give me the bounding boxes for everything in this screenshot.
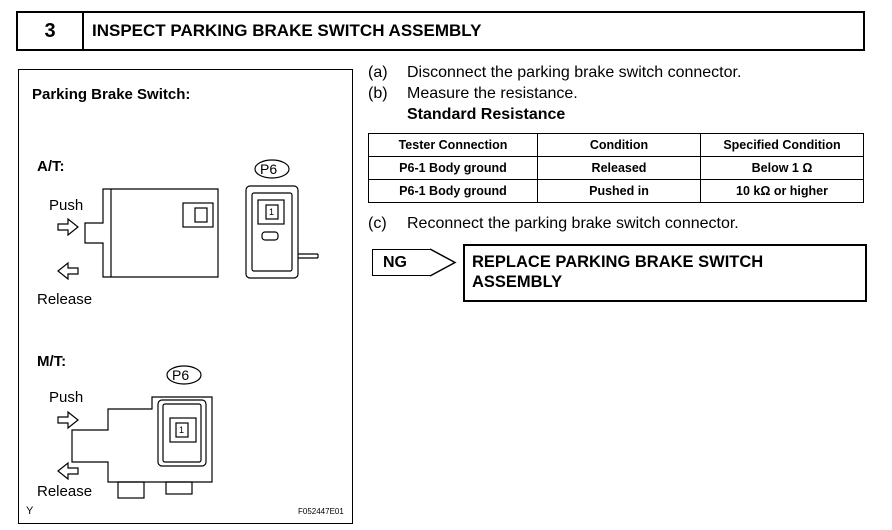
- resistance-table: Tester Connection Condition Specified Co…: [368, 133, 864, 203]
- corner-mark: Y: [26, 505, 34, 517]
- ng-label: NG: [383, 253, 407, 271]
- step-c-text: Reconnect the parking brake switch conne…: [407, 215, 739, 232]
- table-header: Condition: [537, 133, 701, 157]
- release-arrow-icon: [57, 261, 79, 281]
- step-number: 3: [18, 13, 84, 49]
- release-label-at: Release: [37, 291, 93, 308]
- table-row: P6-1 Body ground Pushed in 10 kΩ or high…: [368, 179, 864, 203]
- push-label-at: Push: [49, 197, 84, 214]
- push-arrow-icon-mt: [57, 410, 79, 430]
- standard-heading: Standard Resistance: [407, 106, 566, 123]
- connector-label-mt: P6: [172, 367, 190, 383]
- push-label-mt: Push: [49, 389, 84, 406]
- switch-figure: [18, 69, 353, 524]
- pin-label-at: 1: [269, 207, 275, 217]
- ng-label-box: NG: [372, 249, 430, 276]
- release-arrow-icon-mt: [57, 461, 79, 481]
- figure-title: Parking Brake Switch:: [32, 86, 191, 103]
- result-action-box: REPLACE PARKING BRAKE SWITCH ASSEMBLY: [463, 244, 867, 302]
- pin-label-mt: 1: [179, 425, 185, 435]
- table-header-row: Tester Connection Condition Specified Co…: [368, 133, 864, 157]
- table-cell: Pushed in: [537, 179, 701, 203]
- step-b-text: Measure the resistance.: [407, 85, 578, 102]
- step-title: INSPECT PARKING BRAKE SWITCH ASSEMBLY: [92, 21, 482, 40]
- step-c-marker: (c): [368, 215, 387, 232]
- table-cell: P6-1 Body ground: [368, 179, 538, 203]
- step-header: 3 INSPECT PARKING BRAKE SWITCH ASSEMBLY: [16, 11, 865, 51]
- connector-label-at: P6: [260, 161, 278, 177]
- mt-label: M/T:: [37, 353, 67, 370]
- connector-p6-tag: [254, 159, 290, 179]
- figure-id: F052447E01: [298, 507, 344, 516]
- result-action-text: REPLACE PARKING BRAKE SWITCH ASSEMBLY: [472, 252, 763, 292]
- step-b-marker: (b): [368, 85, 388, 102]
- table-cell: P6-1 Body ground: [368, 156, 538, 180]
- step-a-marker: (a): [368, 64, 388, 81]
- release-label-mt: Release: [37, 483, 93, 500]
- at-switch-body: [84, 188, 219, 278]
- table-cell: 10 kΩ or higher: [700, 179, 864, 203]
- result-action-line1: REPLACE PARKING BRAKE SWITCH: [472, 253, 764, 271]
- at-label: A/T:: [37, 158, 65, 175]
- connector-p6-tag-mt: [166, 365, 202, 385]
- table-row: P6-1 Body ground Released Below 1 Ω: [368, 156, 864, 180]
- push-arrow-icon: [57, 217, 79, 237]
- result-action-line2: ASSEMBLY: [472, 273, 563, 291]
- at-connector: [245, 185, 299, 279]
- mt-switch-body: [71, 396, 213, 483]
- step-a-text: Disconnect the parking brake switch conn…: [407, 64, 742, 81]
